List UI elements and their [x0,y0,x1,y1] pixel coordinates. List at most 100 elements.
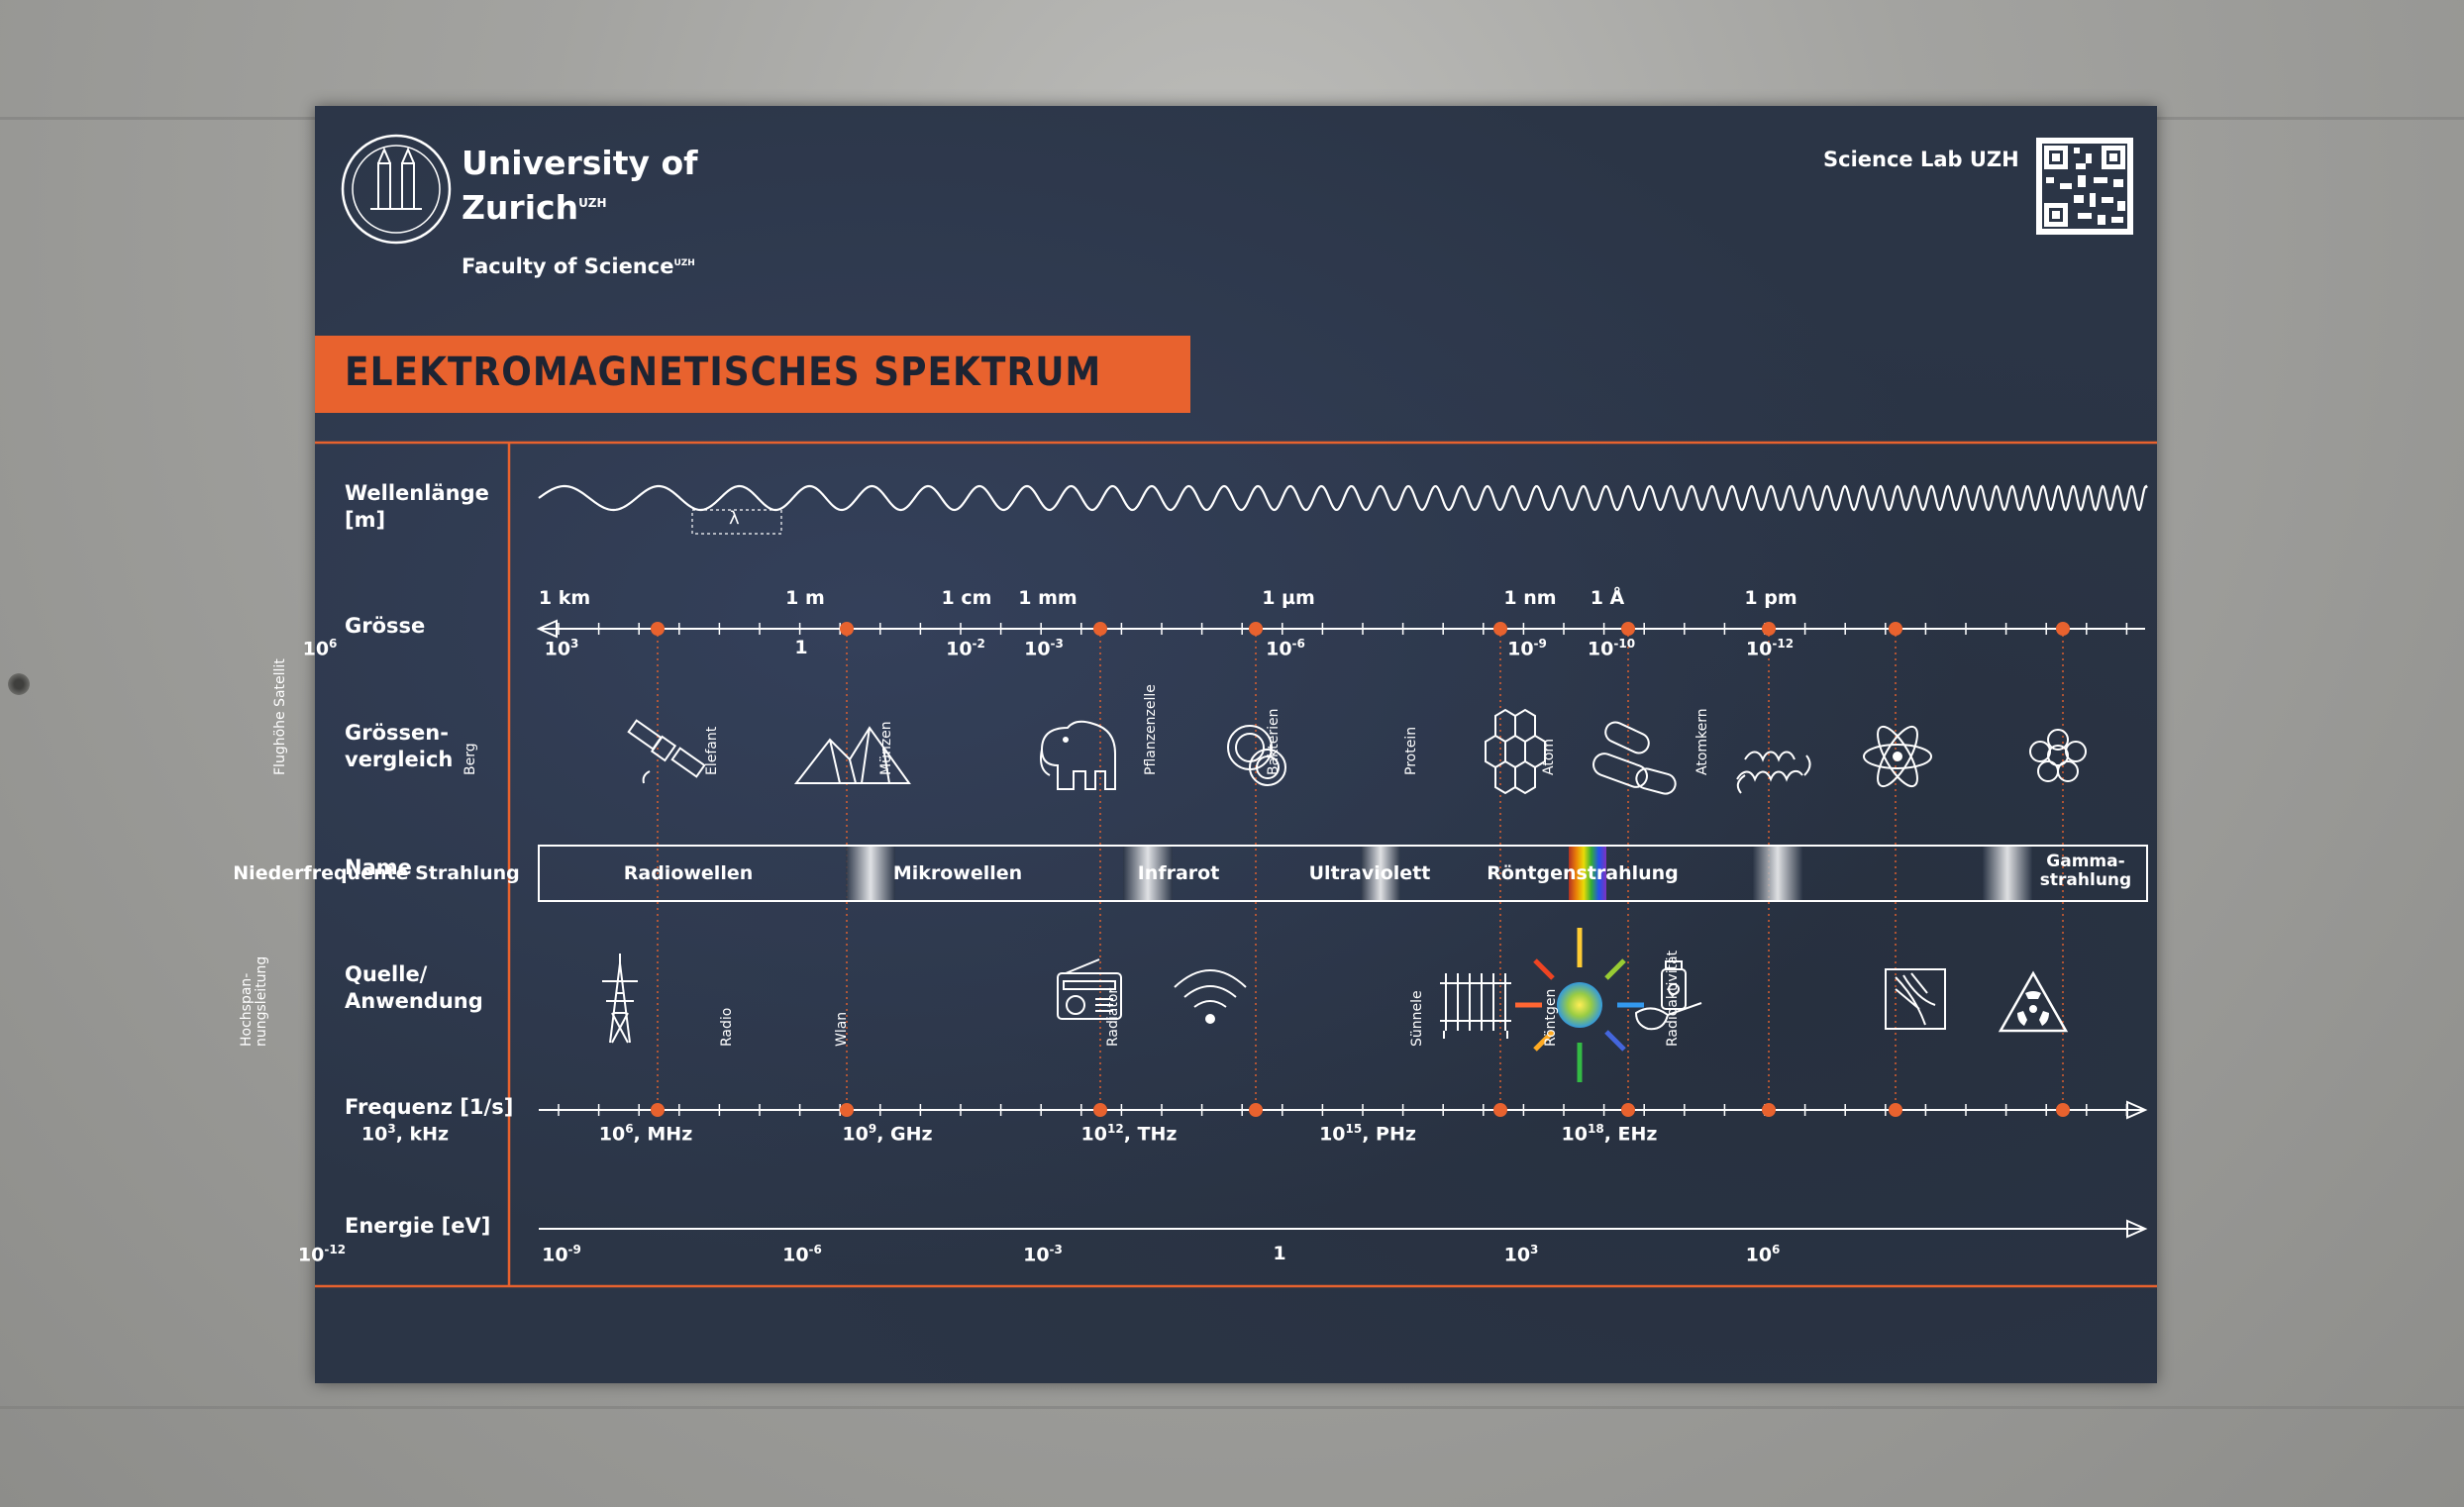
visible-light-rainbow [1569,847,1606,900]
university-line2: Zurich [462,188,579,227]
row-label-wavelength: Wellenlänge [m] [345,481,489,532]
row-label-source: Quelle/ Anwendung [345,962,483,1013]
band-label: Infrarot [1137,862,1220,884]
size-marker [1621,622,1635,636]
plant-cell-icon [1485,708,1546,795]
source-label: Radio [719,1007,735,1047]
bacteria-icon [1592,721,1677,795]
source-label: Wlan [834,1011,850,1047]
energy-label: 106 [1745,1243,1781,1266]
frequency-marker [1249,1103,1263,1117]
frequency-label: 1012, THz [1080,1122,1178,1146]
size-marker [1093,622,1107,636]
row-label-energy: Energie [eV] [345,1214,491,1238]
energy-label: 1 [1273,1243,1286,1264]
band-label: Niederfrequente Strahlung [233,862,520,884]
spectrum-poster: University of ZurichUZH Faculty of Scien… [233,106,2157,1383]
university-line1: University of [462,144,698,182]
size-power-label: 103 [544,637,579,660]
comparison-label: Berg [462,743,478,775]
comparison-label: Protein [1403,726,1419,775]
frequency-marker [1621,1103,1635,1117]
size-named-label: 1 nm [1503,587,1557,609]
xray-icon [1885,968,1946,1030]
frequency-label: 1018, EHz [1561,1122,1658,1146]
poster-graphics [315,134,2157,1288]
comparison-label: Elefant [704,726,720,775]
frequency-label: 1015, PHz [1319,1122,1416,1146]
frequency-marker [2056,1103,2070,1117]
size-power-label: 10-2 [946,637,985,660]
size-named-label: 1 km [538,587,591,609]
title-banner: ELEKTROMAGNETISCHES SPEKTRUM [315,336,1190,413]
energy-label: 103 [1503,1243,1539,1266]
atom-icon [1863,725,1932,788]
coins-icon [1227,725,1286,786]
energy-label: 10-3 [1023,1243,1063,1266]
source-label: Hochspan- nungsleitung [239,955,269,1047]
row-label-size: Grösse [345,614,426,638]
sunscreen-icon [1634,960,1702,1031]
comparison-label: Flughöhe Satellit [272,658,288,775]
sun-icon [1515,928,1644,1082]
university-name: University of ZurichUZH [462,144,759,228]
size-power-label: 10-6 [1266,637,1305,660]
power-pylon-icon [602,954,638,1044]
uzh-seal-icon [341,134,452,245]
size-marker [1889,622,1902,636]
frequency-label: 109, GHz [842,1122,933,1146]
size-power-label: 10-3 [1024,637,1064,660]
frequency-label: 103, kHz [360,1122,450,1146]
energy-label: 10-9 [542,1243,581,1266]
comparison-label: Atom [1541,738,1557,775]
radioactivity-icon [1998,970,2069,1033]
size-power-label: 10-9 [1507,637,1547,660]
wall-hole [8,673,30,695]
size-marker [1762,622,1776,636]
faculty-sup: UZH [673,258,695,268]
size-marker [1493,622,1507,636]
source-label: Röntgen [1543,988,1559,1047]
size-marker [651,622,665,636]
row-label-comparison: Grössen- vergleich [345,721,454,771]
source-label: Sünnele [1409,990,1425,1047]
band-label: Mikrowellen [892,862,1023,884]
comparison-label: Pflanzenzelle [1143,684,1159,775]
row-label-frequency: Frequenz [1/s] [345,1095,514,1119]
size-marker [1249,622,1263,636]
comparison-label: Bakterien [1266,708,1282,775]
protein-icon [1736,751,1811,794]
comparison-label: Münzen [878,721,894,775]
size-marker [840,622,854,636]
source-label: Radiator [1105,987,1121,1047]
name-band [538,845,2148,902]
row-label-name: Name [345,855,412,879]
band-label-gamma: Gamma- strahlung [2040,853,2131,890]
qr-code-icon [2036,138,2133,235]
faculty-text: Faculty of Science [462,254,674,278]
size-named-label: 1 m [785,587,825,609]
size-named-label: 1 mm [1018,587,1078,609]
page-title: ELEKTROMAGNETISCHES SPEKTRUM [345,350,1102,395]
comparison-label: Atomkern [1694,708,1710,775]
source-label: Radioaktivität [1665,950,1681,1047]
lambda-marker [691,509,782,535]
wavelength-wave [538,484,2148,512]
wifi-icon [1174,969,1247,1024]
frequency-marker [1493,1103,1507,1117]
frequency-marker [840,1103,854,1117]
frequency-label: 106, MHz [598,1122,693,1146]
gamma-line1: Gamma- [2046,852,2125,871]
faculty-name: Faculty of ScienceUZH [462,254,695,278]
nucleus-icon [2029,729,2087,782]
size-marker [2056,622,2070,636]
university-sup: UZH [578,196,607,210]
mountain-icon [793,726,911,784]
size-named-label: 1 cm [941,587,992,609]
energy-label: 10-6 [782,1243,822,1266]
elephant-icon [1040,720,1116,790]
size-named-label: 1 pm [1744,587,1797,609]
science-lab-label: Science Lab UZH [1823,148,2019,171]
lambda-label: λ [729,508,740,529]
size-power-label: 10-10 [1587,637,1636,660]
